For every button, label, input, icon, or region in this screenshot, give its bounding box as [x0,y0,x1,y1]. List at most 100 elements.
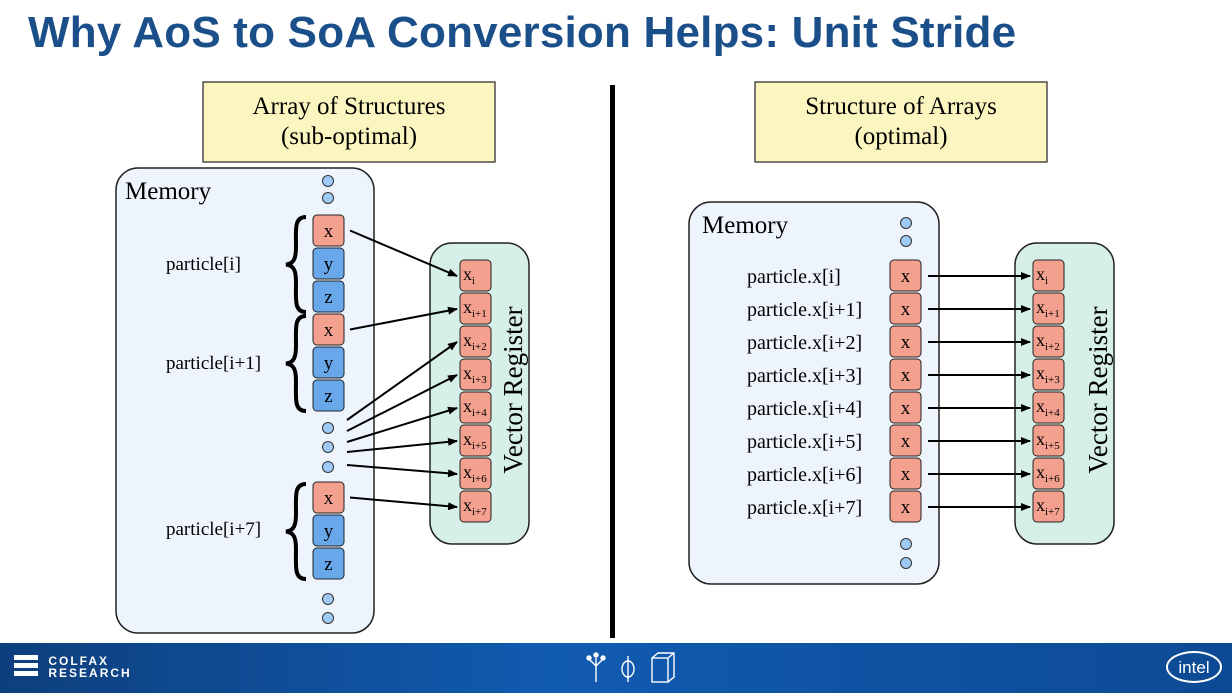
phi-icon [621,656,635,682]
soa-memory-box [688,201,940,585]
aos-heading-line1: Array of Structures [253,93,446,120]
ellipsis-dot [322,612,334,624]
colfax-brand-line1: COLFAX [48,654,110,668]
soa-cell-label: x [901,497,911,518]
ellipsis-dot [900,538,912,550]
aos-cell-x [312,313,345,346]
aos-register-cell [459,424,492,457]
brace-icon [285,482,307,581]
brace-icon [285,314,307,413]
aos-arrow [346,406,458,443]
aos-arrow [346,341,458,421]
soa-register-label: Vector Register [1083,306,1113,473]
soa-cell-x [889,358,922,391]
soa-row-label: particle.x[i+4] [747,398,862,420]
ellipsis-dot [322,441,334,453]
aos-cell-label: z [324,554,332,575]
aos-heading-line2: (sub-optimal) [281,123,417,150]
soa-cell-x [889,457,922,490]
aos-cell-label: z [324,287,332,308]
soa-cell-x [889,292,922,325]
ellipsis-dot [900,217,912,229]
aos-register-cell [459,457,492,490]
soa-heading: Structure of Arrays (optimal) [754,81,1048,163]
aos-arrow [349,306,458,331]
soa-cell-label: x [901,464,911,485]
product-icons [586,652,675,683]
soa-row-label: particle.x[i+5] [747,431,862,453]
aos-cell-label: y [324,521,334,542]
aos-cell-label: y [324,254,334,275]
ellipsis-dot [322,422,334,434]
soa-cell-label: x [901,398,911,419]
soa-dots [900,217,912,569]
colfax-mark-icon [14,655,38,679]
aos-cell-z [312,379,345,412]
soa-row-label: particle.x[i+6] [747,464,862,486]
aos-arrow [346,464,458,478]
aos-cell-y [312,514,345,547]
soa-cell-label: x [901,365,911,386]
soa-cell-label: x [901,266,911,287]
diagram: Array of Structures (sub-optimal) Memory… [115,81,1115,638]
aos-cell-y [312,346,345,379]
aos-group-label-1: particle[i+1] [166,353,261,374]
aos-arrow [349,496,458,511]
soa-register-cell [1032,292,1065,325]
aos-group-label-2: particle[i+7] [166,519,261,540]
aos-cell-label: x [324,221,334,242]
aos-register-cell [459,292,492,325]
aos-cell-label: z [324,386,332,407]
brace-icon [285,215,307,314]
center-divider [610,85,615,638]
soa-row-label: particle.x[i+2] [747,332,862,354]
ellipsis-dot [322,461,334,473]
aos-cell-z [312,547,345,580]
aos-cell-label: x [324,488,334,509]
aos-cell-x [312,214,345,247]
aos-arrows [346,229,458,511]
soa-register-cell [1032,490,1065,523]
soa-row-label: particle.x[i] [747,266,841,288]
tree-icon [586,652,606,682]
aos-memory-label: Memory [125,178,212,205]
soa-heading-line1: Structure of Arrays [805,93,997,120]
soa-row-label: particle.x[i+7] [747,497,862,519]
soa-cell-x [889,325,922,358]
soa-cell-x [889,424,922,457]
aos-arrow [346,374,458,432]
soa-register-cell [1032,457,1065,490]
soa-cell-x [889,259,922,292]
soa-row-label: particle.x[i+1] [747,299,862,321]
aos-register-cell [459,358,492,391]
aos-register-cell-label: xi+7 [463,495,487,518]
soa-register-cell [1032,325,1065,358]
aos-register-cell [459,325,492,358]
aos-register-cell [459,490,492,523]
aos-cell-label: x [324,320,334,341]
ellipsis-dot [322,593,334,605]
soa-cell-x [889,490,922,523]
intel-logo: intel [1166,651,1222,683]
soa-register-cell [1032,358,1065,391]
ellipsis-dot [900,235,912,247]
page-title: Why AoS to SoA Conversion Helps: Unit St… [28,8,1017,57]
ellipsis-dot [322,192,334,204]
soa-cell-x [889,391,922,424]
aos-arrow [349,229,458,277]
soa-row-label: particle.x[i+3] [747,365,862,387]
soa-memory-label: Memory [702,212,789,239]
soa-heading-line2: (optimal) [854,123,947,150]
ellipsis-dot [900,557,912,569]
aos-cell-x [312,481,345,514]
soa-cell-label: x [901,431,911,452]
soa-register-cell [1032,424,1065,457]
soa-register-cell-label: xi+4 [1036,396,1060,419]
soa-register-cell [1032,259,1065,292]
aos-cell-z [312,280,345,313]
aos-dots [322,175,334,624]
soa-cell-label: x [901,332,911,353]
